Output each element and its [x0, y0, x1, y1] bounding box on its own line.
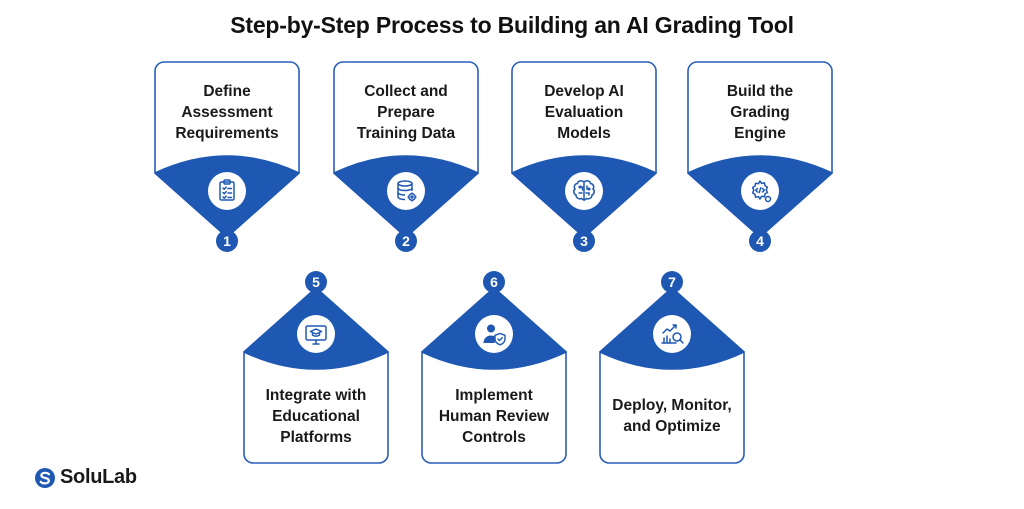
chart-magnifier-icon	[653, 315, 691, 353]
solulab-logo-icon	[35, 467, 55, 488]
step-number-4: 4	[749, 230, 771, 252]
step-label-7: Deploy, Monitor,and Optimize	[612, 397, 732, 435]
step-number-5: 5	[305, 271, 327, 293]
step-number-2: 2	[395, 230, 417, 252]
database-gear-icon	[387, 172, 425, 210]
step-number-3: 3	[573, 230, 595, 252]
step-number-7: 7	[661, 271, 683, 293]
page-title: Step-by-Step Process to Building an AI G…	[230, 12, 794, 38]
solulab-logo: SoluLab	[34, 466, 137, 489]
brain-circuit-icon	[565, 172, 603, 210]
user-shield-icon	[475, 315, 513, 353]
code-gear-icon	[741, 172, 779, 210]
clipboard-checklist-icon	[208, 172, 246, 210]
step-card-7: 7 Deploy, Monitor,and Optimize	[599, 263, 745, 464]
step-number-1: 1	[216, 230, 238, 252]
brand-name: SoluLab	[60, 466, 137, 488]
monitor-graduation-cap-icon	[297, 315, 335, 353]
step-number-6: 6	[483, 271, 505, 293]
